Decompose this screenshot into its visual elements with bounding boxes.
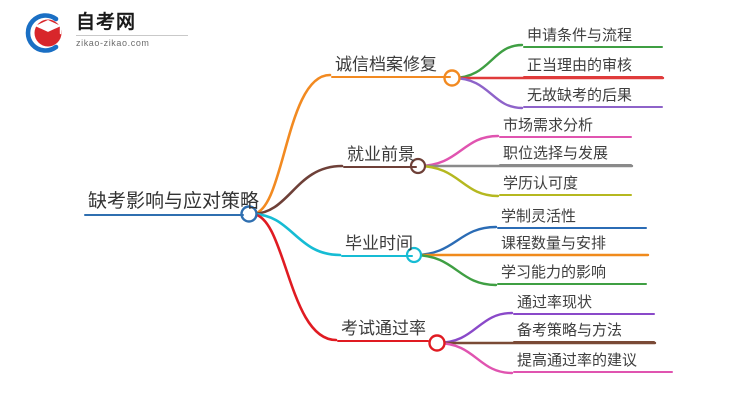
wire-root-to-branch-1 [250,164,344,216]
leaf-node-3-2-label: 提高通过率的建议 [517,352,638,369]
leaf-node-0-0[interactable]: 申请条件与流程 [523,28,663,48]
leaf-node-2-0-underline [497,227,647,229]
logo-divider [76,35,188,36]
leaf-node-2-2-underline [497,283,647,285]
leaf-node-3-2-underline [513,371,673,373]
wire-root-to-branch-2 [250,212,342,257]
branch-node-1-underline [343,166,417,168]
branch-node-0[interactable]: 诚信档案修复 [331,56,451,78]
leaf-node-0-2[interactable]: 无故缺考的后果 [523,88,663,108]
branch-3-circle[interactable] [428,334,446,352]
branch-0-circle[interactable] [443,69,461,87]
leaf-node-1-0[interactable]: 市场需求分析 [499,118,632,138]
leaf-node-1-2-underline [499,194,632,196]
wire-branch-3-child-0 [435,311,514,345]
leaf-node-1-2[interactable]: 学历认可度 [499,176,632,196]
leaf-node-0-2-label: 无故缺考的后果 [527,87,633,104]
leaf-node-0-0-underline [523,46,663,48]
branch-node-1[interactable]: 就业前景 [343,146,417,168]
site-logo: 自考网 zikao-zikao.com [22,8,192,60]
branch-node-0-underline [331,76,451,78]
leaf-node-0-2-underline [523,106,663,108]
wire-branch-1-child-0 [416,134,500,168]
branch-node-2[interactable]: 毕业时间 [341,235,413,257]
logo-title: 自考网 [76,12,137,33]
leaf-node-1-0-underline [499,136,632,138]
wire-branch-2-child-0 [412,225,498,257]
leaf-node-3-0[interactable]: 通过率现状 [513,295,655,315]
leaf-node-1-1-underline [499,164,632,166]
leaf-node-3-1-label: 备考策略与方法 [517,322,623,339]
leaf-node-2-2[interactable]: 学习能力的影响 [497,265,647,285]
leaf-node-3-1[interactable]: 备考策略与方法 [513,323,655,343]
root-node[interactable]: 缺考影响与应对策略 [84,191,260,216]
leaf-node-1-1-label: 职位选择与发展 [503,145,609,162]
leaf-node-2-0-label: 学制灵活性 [501,208,577,225]
leaf-node-2-0[interactable]: 学制灵活性 [497,209,647,229]
branch-node-3-underline [337,340,429,342]
leaf-node-2-2-label: 学习能力的影响 [501,264,607,281]
leaf-node-2-1-label: 课程数量与安排 [501,235,607,252]
logo-domain: zikao-zikao.com [76,38,150,48]
leaf-node-1-1[interactable]: 职位选择与发展 [499,146,632,166]
leaf-node-0-1-underline [523,76,663,78]
wire-root-to-branch-0 [250,73,332,216]
leaf-node-1-2-label: 学历认可度 [503,175,579,192]
branch-node-2-underline [341,255,413,257]
root-node-label: 缺考影响与应对策略 [88,191,260,212]
leaf-node-3-0-label: 通过率现状 [517,294,593,311]
branch-node-2-label: 毕业时间 [345,234,413,253]
leaf-node-0-0-label: 申请条件与流程 [527,27,633,44]
wire-branch-0-child-2 [451,76,524,110]
leaf-node-3-0-underline [513,313,655,315]
branch-node-3[interactable]: 考试通过率 [337,320,429,342]
wire-branch-2-child-2 [412,253,498,287]
wire-branch-3-child-2 [435,341,514,375]
branch-node-0-label: 诚信档案修复 [335,55,437,74]
leaf-node-0-1[interactable]: 正当理由的审核 [523,58,663,78]
branch-node-1-label: 就业前景 [347,145,415,164]
wire-root-to-branch-3 [250,212,338,342]
wire-branch-0-child-0 [451,43,524,80]
branch-node-3-label: 考试通过率 [341,319,426,338]
leaf-node-2-1[interactable]: 课程数量与安排 [497,236,647,256]
leaf-node-0-1-label: 正当理由的审核 [527,57,633,74]
leaf-node-2-1-underline [497,254,647,256]
graduation-cap-icon [25,13,62,53]
root-node-underline [84,214,244,216]
logo-text: 自考网 zikao-zikao.com [76,12,192,48]
wire-branch-1-child-2 [416,164,500,198]
leaf-node-3-1-underline [513,341,655,343]
leaf-node-1-0-label: 市场需求分析 [503,117,594,134]
leaf-node-3-2[interactable]: 提高通过率的建议 [513,353,673,373]
